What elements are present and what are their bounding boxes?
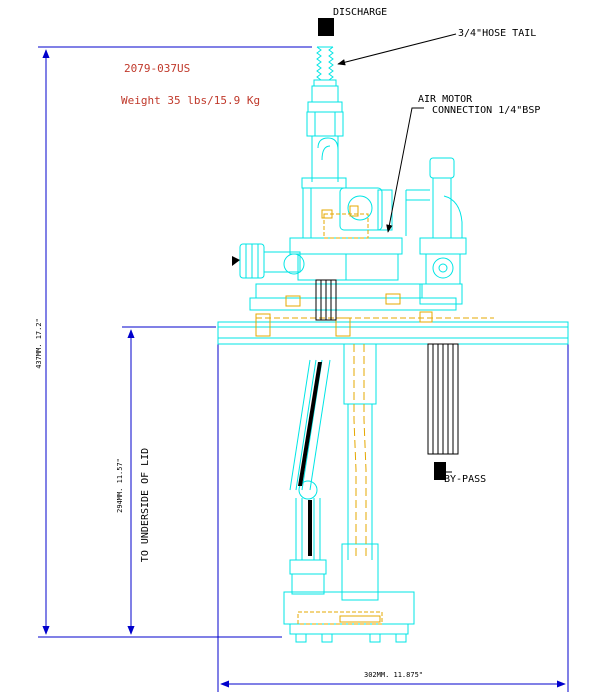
air-motor-label: AIR MOTOR	[418, 94, 473, 105]
discharge-label: DISCHARGE	[333, 7, 388, 18]
pump-body-outline	[217, 46, 569, 643]
hose-tail-label: 3/4"HOSE TAIL	[458, 28, 537, 39]
dimension-lines	[38, 46, 569, 692]
solid-features	[232, 18, 459, 556]
air-motor-connection-label: CONNECTION 1/4"BSP	[432, 105, 541, 116]
lid-height-dimension: 294MM. 11.57"	[115, 458, 124, 513]
leader-lines	[337, 33, 457, 473]
width-dimension: 302MM. 11.875"	[364, 671, 424, 679]
hidden-lines	[255, 205, 494, 625]
weight-label: Weight 35 lbs/15.9 Kg	[121, 94, 261, 107]
lid-note-label: TO UNDERSIDE OF LID	[140, 447, 152, 563]
part-number-label: 2079-037US	[124, 62, 191, 75]
bypass-label: BY-PASS	[444, 474, 487, 485]
overall-height-dimension: 437MM. 17.2"	[34, 318, 43, 369]
